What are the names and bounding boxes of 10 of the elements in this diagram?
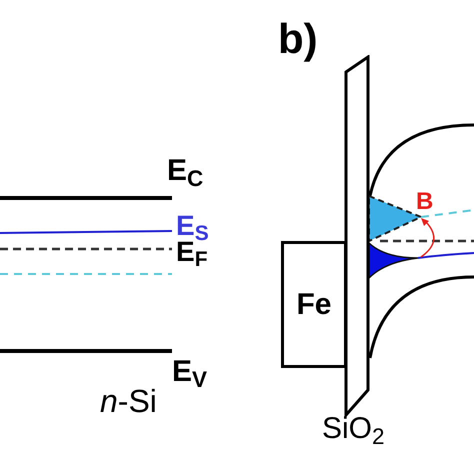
material-label: SiO$_{2}$ xyxy=(322,414,385,444)
band-label: E$_{C}$ xyxy=(167,156,204,186)
band-label: E$_{S}$ xyxy=(176,212,209,240)
panel-label: b) xyxy=(278,18,318,60)
metal-box xyxy=(281,241,347,368)
metal-label: Fe xyxy=(296,290,332,320)
field-label: B xyxy=(416,190,434,214)
material-label: n-Si xyxy=(100,385,157,417)
oxide-layer xyxy=(344,55,370,417)
band-label: E$_{V}$ xyxy=(172,357,208,387)
